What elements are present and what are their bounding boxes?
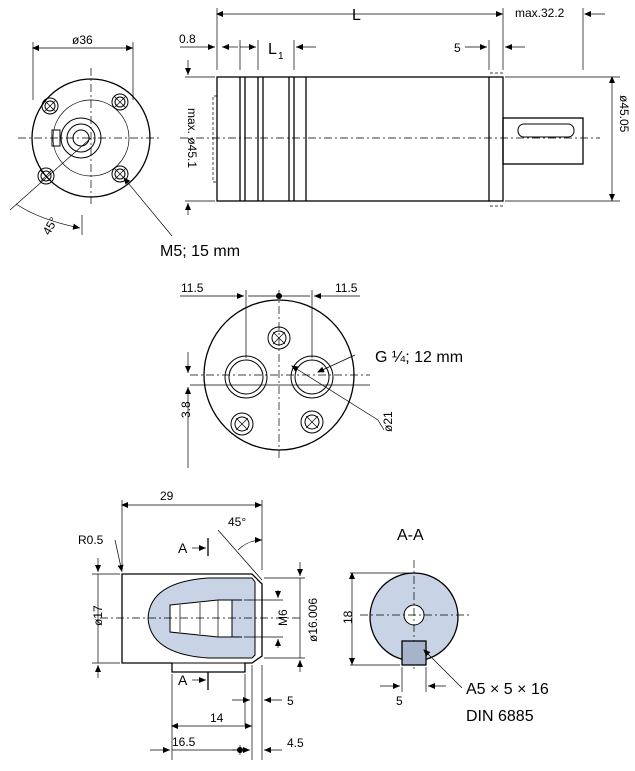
dim-L: L — [352, 7, 361, 24]
mounting-hole — [111, 165, 129, 183]
dim-angle-45: 45° — [40, 215, 61, 238]
dim-d45-05: ø45.05 — [617, 95, 631, 133]
section-title-a-a: A-A — [397, 527, 424, 544]
dim-5-key: 5 — [396, 694, 403, 708]
side-body-view: L max.32.2 0.8 L 1 5 max. ø45.1 ø45.05 — [179, 6, 631, 215]
port-left — [224, 355, 268, 399]
dim-L1: L — [268, 41, 277, 58]
screw-hole — [230, 412, 254, 436]
dim-5-top: 5 — [454, 41, 461, 55]
dim-14: 14 — [210, 711, 224, 725]
dim-m6: M6 — [276, 609, 290, 626]
dim-d17: ø17 — [91, 605, 105, 626]
mounting-hole — [41, 97, 59, 115]
dim-d36: ø36 — [72, 33, 93, 47]
port-face-view: 11.5 11.5 3.8 G ¼; 12 mm ø21 — [179, 281, 463, 468]
dim-d21: ø21 — [381, 411, 395, 432]
section-marker-a-bottom: A — [178, 672, 188, 688]
dim-29: 29 — [160, 489, 174, 503]
mounting-hole — [37, 167, 55, 185]
label-m5: M5; 15 mm — [160, 243, 240, 260]
dim-max-32-2: max.32.2 — [515, 6, 565, 20]
dim-16-5: 16.5 — [172, 735, 196, 749]
motor-body — [216, 76, 504, 202]
screw-hole — [267, 326, 291, 350]
section-a-a-view: A-A 18 5 A5 × 5 × 16 DIN 6885 — [341, 527, 549, 725]
dim-18: 18 — [341, 610, 355, 624]
dim-d16-006: ø16.006 — [306, 598, 320, 642]
dim-max-d45-1: max. ø45.1 — [185, 108, 199, 168]
dim-11-5-right: 11.5 — [335, 281, 358, 295]
label-key-spec: A5 × 5 × 16 — [466, 681, 549, 698]
screw-hole — [300, 410, 324, 434]
label-g-quarter: G ¼; 12 mm — [375, 349, 463, 366]
dim-11-5-left: 11.5 — [181, 281, 204, 295]
dim-r0-5: R0.5 — [78, 533, 104, 547]
shaft-keyway — [517, 123, 575, 138]
shaft-section-view: 29 R0.5 45° A A ø17 M6 ø16.006 — [78, 489, 320, 760]
key-section — [401, 640, 427, 666]
dim-4-5: 4.5 — [287, 736, 304, 750]
front-flange-view: ø36 45° M5; 15 mm — [9, 33, 240, 260]
dim-5-bottom: 5 — [287, 694, 294, 708]
dim-L1-sub: 1 — [278, 51, 284, 62]
port-right — [290, 355, 334, 399]
label-din: DIN 6885 — [466, 708, 534, 725]
dim-3-8: 3.8 — [179, 401, 193, 418]
dim-0-8: 0.8 — [179, 32, 196, 46]
section-marker-a-top: A — [178, 540, 188, 556]
dim-angle-45-chamfer: 45° — [228, 515, 246, 529]
mounting-hole — [111, 93, 129, 111]
